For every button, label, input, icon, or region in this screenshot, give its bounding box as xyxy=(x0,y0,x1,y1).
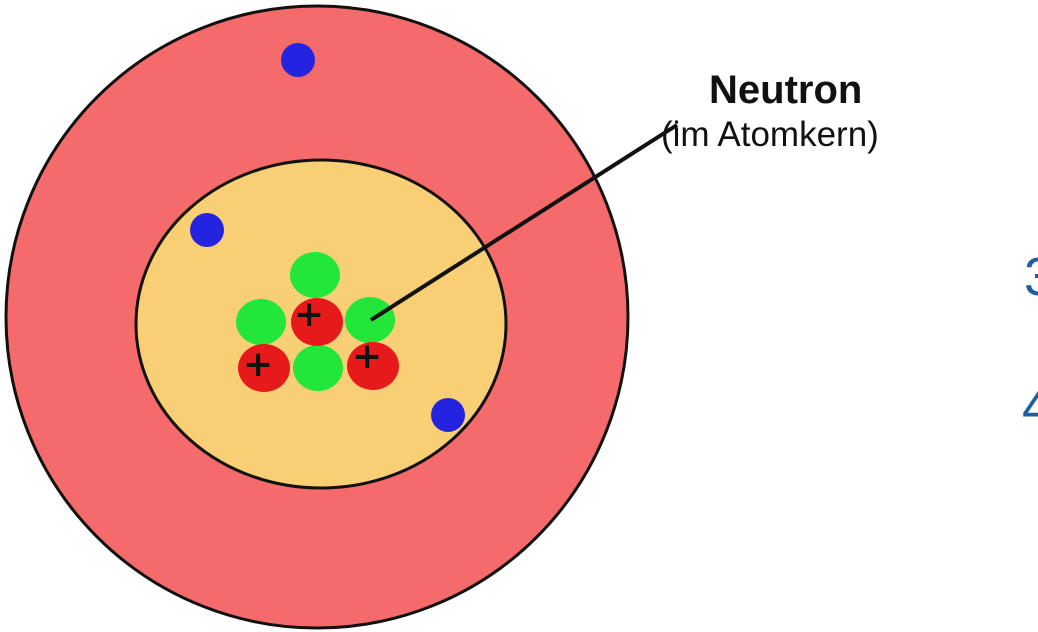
edge-fragment-4: 4 xyxy=(1022,377,1038,437)
label-pointer-line xyxy=(369,123,679,322)
edge-fragment-3: 3 xyxy=(1024,247,1038,307)
neutron xyxy=(290,252,340,298)
proton-plus-sign: + xyxy=(352,336,382,377)
neutron-label-subtitle: (im Atomkern) xyxy=(661,115,879,154)
proton xyxy=(291,298,343,346)
proton xyxy=(347,342,399,390)
proton-plus-sign: + xyxy=(243,344,273,385)
neutron-label: Neutron xyxy=(709,68,862,112)
proton-plus-sign: + xyxy=(294,294,324,335)
electron xyxy=(190,213,224,247)
electron xyxy=(431,398,465,432)
neutron xyxy=(345,297,395,343)
neutron xyxy=(236,299,286,345)
electron xyxy=(281,43,315,77)
neutron xyxy=(293,345,343,391)
proton xyxy=(238,344,290,392)
